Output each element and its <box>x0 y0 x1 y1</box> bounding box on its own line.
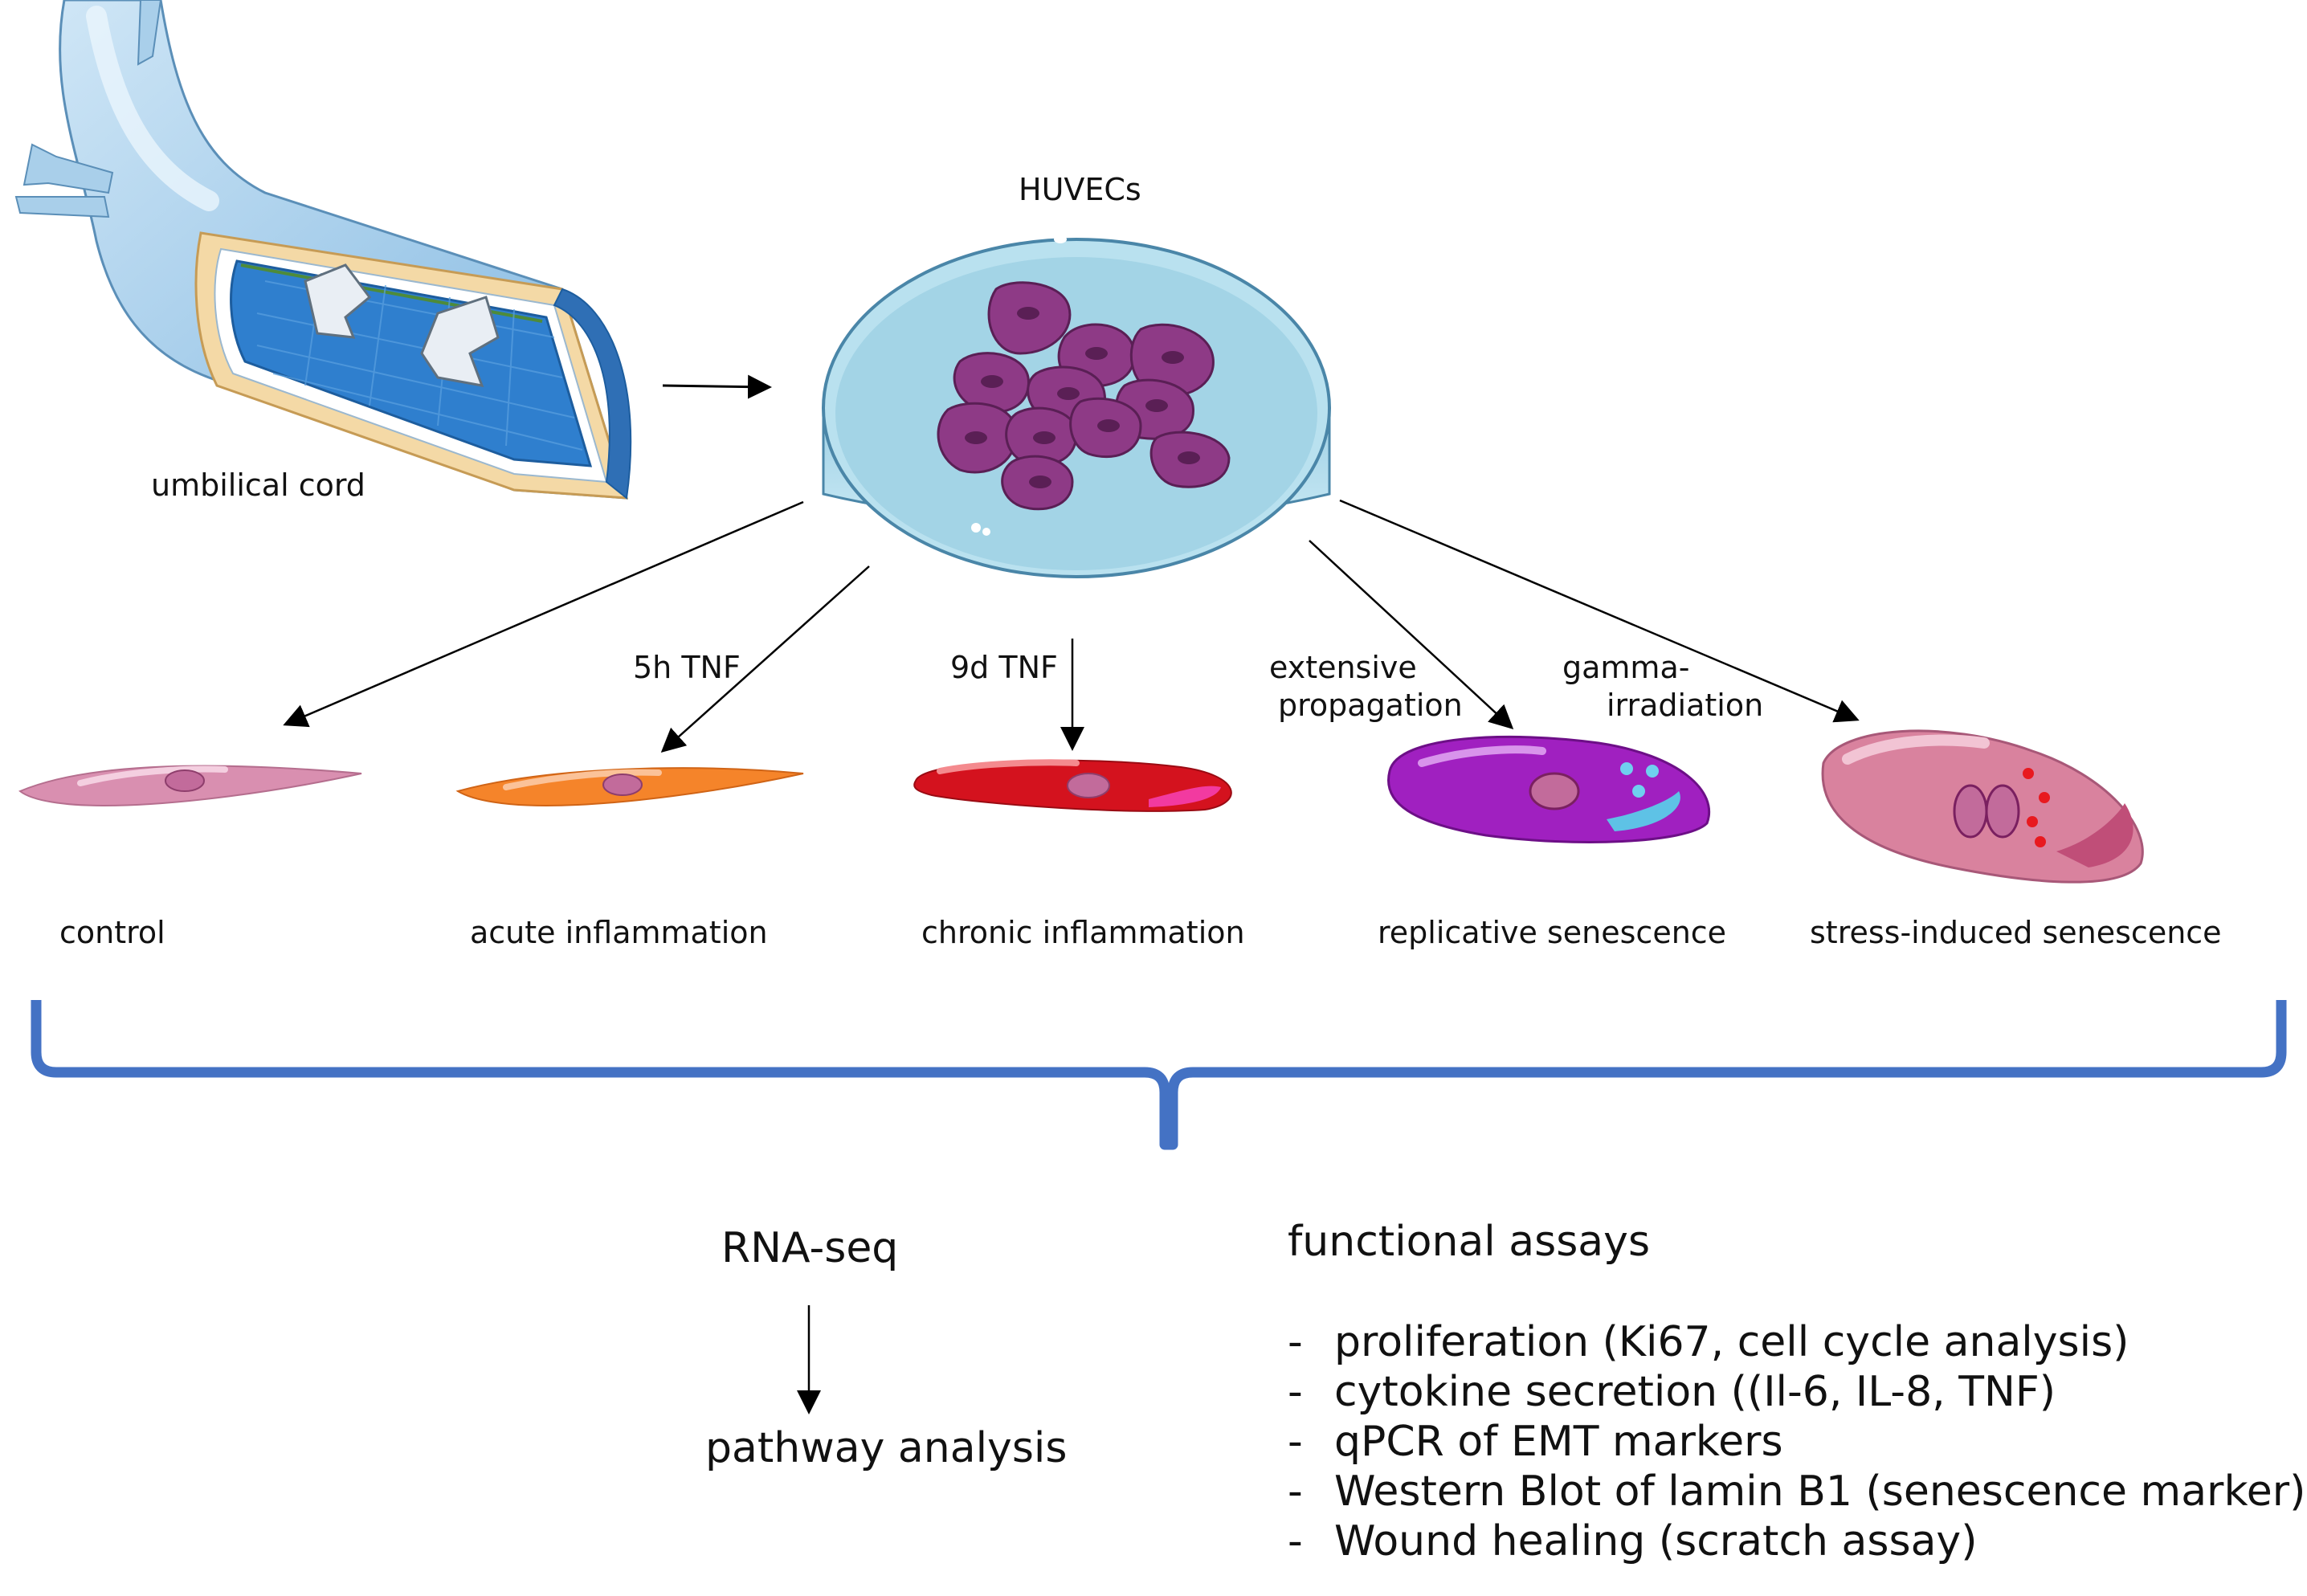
bullet-dash: - <box>1288 1467 1303 1516</box>
assay-item: -Western Blot of lamin B1 (senescence ma… <box>1288 1471 2305 1512</box>
cell-control <box>18 765 362 807</box>
bullet-dash: - <box>1288 1368 1303 1416</box>
assay-text: cytokine secretion ((Il-6, IL-8, TNF) <box>1334 1368 2056 1416</box>
arrows-to-conditions <box>283 499 1860 753</box>
arrow-to-replicative <box>1309 540 1514 730</box>
gamma-label: gamma- <box>1562 650 1690 685</box>
huvecs-label: HUVECs <box>1019 172 1141 207</box>
pathway-analysis-label: pathway analysis <box>705 1424 1068 1472</box>
assay-text: Western Blot of lamin B1 (senescence mar… <box>1334 1467 2306 1516</box>
condition-stress-induced-senescence: stress-induced senescence <box>1810 915 2222 950</box>
condition-replicative-senescence: replicative senescence <box>1378 915 1727 950</box>
arrow-to-stress <box>1339 499 1860 723</box>
assay-item: -Wound healing (scratch assay) <box>1288 1520 1978 1562</box>
cell-chronic <box>913 759 1232 812</box>
dish-cell-nuclei <box>965 307 1200 488</box>
arrow-cord-to-dish <box>662 374 772 399</box>
arrow-to-acute <box>660 565 870 753</box>
arrow-to-control <box>283 500 804 728</box>
irradiation-label: irradiation <box>1607 688 1764 723</box>
umbilical-cord-illustration <box>14 0 632 500</box>
assay-text: qPCR of EMT markers <box>1334 1418 1783 1466</box>
bullet-dash: - <box>1288 1517 1303 1565</box>
cell-stress <box>1821 729 2144 884</box>
assay-text: Wound healing (scratch assay) <box>1334 1517 1978 1565</box>
assay-item: -qPCR of EMT markers <box>1288 1421 1783 1463</box>
condition-control: control <box>59 915 165 950</box>
umbilical-cord-label: umbilical cord <box>151 467 365 503</box>
bullet-dash: - <box>1288 1318 1303 1366</box>
condition-acute-inflammation: acute inflammation <box>470 915 768 950</box>
rnaseq-title: RNA-seq <box>721 1224 899 1272</box>
tnf-5h-label: 5h TNF <box>633 650 741 685</box>
bullet-dash: - <box>1288 1418 1303 1466</box>
grouping-brace <box>31 1000 2287 1150</box>
assay-text: proliferation (Ki67, cell cycle analysis… <box>1334 1318 2129 1366</box>
propagation-label: propagation <box>1278 688 1463 723</box>
cell-replicative <box>1387 735 1711 843</box>
assay-item: -proliferation (Ki67, cell cycle analysi… <box>1288 1321 2129 1363</box>
condition-chronic-inflammation: chronic inflammation <box>921 915 1245 950</box>
assay-item: -cytokine secretion ((Il-6, IL-8, TNF) <box>1288 1371 2056 1413</box>
extensive-label: extensive <box>1269 650 1417 685</box>
tnf-9d-label: 9d TNF <box>950 650 1058 685</box>
functional-assays-title: functional assays <box>1288 1218 1651 1266</box>
cell-acute <box>455 767 804 807</box>
